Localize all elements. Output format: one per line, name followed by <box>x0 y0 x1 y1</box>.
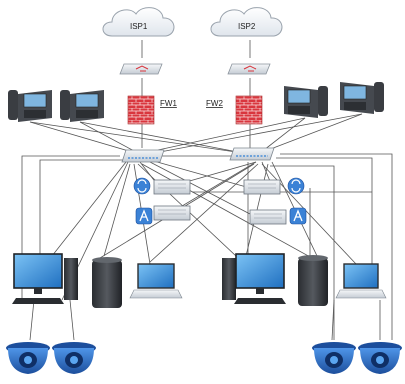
fw2-label: FW2 <box>206 99 223 108</box>
dome-camera-icon <box>6 342 50 374</box>
isp1-label: ISP1 <box>130 22 148 31</box>
switch-icon <box>229 147 275 161</box>
ip-phone-icon <box>340 82 384 114</box>
laptop-icon <box>129 263 183 299</box>
desktop-computer-icon <box>12 253 78 304</box>
router-icon <box>119 63 163 75</box>
storage-array-icon <box>243 179 281 195</box>
server-tower-icon <box>92 257 122 308</box>
dome-camera-icon <box>312 342 356 374</box>
storage-array-icon <box>249 209 287 225</box>
storage-array-icon <box>153 179 191 195</box>
sync-icon <box>133 177 151 195</box>
ip-phone-icon <box>284 86 328 118</box>
isp2-cloud: ISP2 <box>210 7 283 37</box>
dome-camera-icon <box>52 342 96 374</box>
router-icon <box>227 63 271 75</box>
app-icon <box>289 207 307 225</box>
ip-phone-icon <box>60 90 104 122</box>
sync-icon <box>287 177 305 195</box>
isp1-cloud: ISP1 <box>102 7 175 37</box>
dome-camera-icon <box>358 342 402 374</box>
desktop-computer-icon <box>222 253 286 304</box>
switch-icon <box>121 149 165 163</box>
server-tower-icon <box>298 255 328 306</box>
laptop-icon <box>335 263 387 299</box>
isp2-label: ISP2 <box>238 22 256 31</box>
storage-array-icon <box>153 205 191 221</box>
fw1-label: FW1 <box>160 99 177 108</box>
app-icon <box>135 207 153 225</box>
firewall-icon: FW1 <box>127 95 177 125</box>
ip-phone-icon <box>8 90 52 122</box>
firewall-icon: FW2 <box>206 95 263 125</box>
